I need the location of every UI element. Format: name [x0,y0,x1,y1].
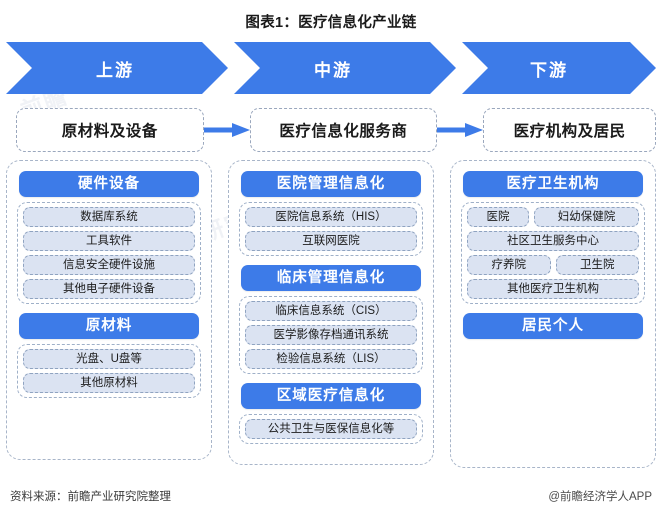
list-item: 医院信息系统（HIS） [245,207,417,227]
chevron-banner-shape [6,42,656,94]
stage-chevron-banner: 上游 中游 下游 [6,42,656,94]
list-item: 临床信息系统（CIS） [245,301,417,321]
group-header-clinical-management: 临床管理信息化 [241,265,421,291]
group-box-hospital-management-items: 医院信息系统（HIS） 互联网医院 [239,202,423,256]
banner-stage-downstream: 下游 [530,60,568,80]
column-upstream: 硬件设备 数据库系统 工具软件 信息安全硬件设施 其他电子硬件设备 原材料 光盘… [6,160,212,460]
credit-note: @前瞻经济学人APP [548,491,652,503]
list-item: 工具软件 [23,231,195,251]
list-item: 其他原材料 [23,373,195,393]
stage-arrow-2 [437,123,484,137]
group-header-health-institutions: 医疗卫生机构 [463,171,643,197]
page-title: 图表1：医疗信息化产业链 [245,15,417,31]
list-item: 疗养院 [467,255,551,275]
group-header-residents: 居民个人 [463,313,643,339]
group-header-regional-medical: 区域医疗信息化 [241,383,421,409]
footer: 资料来源：前瞻产业研究院整理 @前瞻经济学人APP [0,488,662,504]
stage-box-raw-materials: 原材料及设备 [16,108,204,152]
industry-chain-columns: 硬件设备 数据库系统 工具软件 信息安全硬件设施 其他电子硬件设备 原材料 光盘… [6,160,656,470]
list-item: 检验信息系统（LIS） [245,349,417,369]
stage-box-service-provider: 医疗信息化服务商 [249,108,438,152]
list-item: 妇幼保健院 [534,207,639,227]
stage-arrow-1 [203,123,250,137]
source-note: 资料来源：前瞻产业研究院整理 [10,491,171,503]
group-box-regional-medical-items: 公共卫生与医保信息化等 [239,414,423,444]
list-item: 公共卫生与医保信息化等 [245,419,417,439]
group-header-raw-materials: 原材料 [19,313,199,339]
group-box-clinical-management-items: 临床信息系统（CIS） 医学影像存档通讯系统 检验信息系统（LIS） [239,296,423,374]
group-box-hardware-items: 数据库系统 工具软件 信息安全硬件设施 其他电子硬件设备 [17,202,201,304]
group-box-health-institution-items: 医院 妇幼保健院 社区卫生服务中心 疗养院 卫生院 其他医疗卫生机构 [461,202,645,304]
group-header-hospital-management: 医院管理信息化 [241,171,421,197]
column-midstream: 医院管理信息化 医院信息系统（HIS） 互联网医院 临床管理信息化 临床信息系统… [228,160,434,465]
list-item: 医院 [467,207,529,227]
list-item-row: 疗养院 卫生院 [467,255,639,275]
stage-box-institutions-residents: 医疗机构及居民 [483,108,657,152]
column-downstream: 医疗卫生机构 医院 妇幼保健院 社区卫生服务中心 疗养院 卫生院 其他医疗卫生机… [450,160,656,468]
group-box-raw-material-items: 光盘、U盘等 其他原材料 [17,344,201,398]
stage-box-row: 原材料及设备 医疗信息化服务商 医疗机构及居民 [6,106,657,154]
list-item: 其他电子硬件设备 [23,279,195,299]
list-item: 光盘、U盘等 [23,349,195,369]
list-item: 信息安全硬件设施 [23,255,195,275]
list-item: 互联网医院 [245,231,417,251]
list-item: 其他医疗卫生机构 [467,279,639,299]
list-item: 数据库系统 [23,207,195,227]
list-item-row: 医院 妇幼保健院 [467,207,639,227]
group-header-hardware: 硬件设备 [19,171,199,197]
banner-stage-midstream: 中游 [314,60,352,80]
list-item: 医学影像存档通讯系统 [245,325,417,345]
right-arrow-icon [203,123,250,137]
list-item: 卫生院 [555,255,639,275]
right-arrow-icon [437,123,484,137]
banner-stage-upstream: 上游 [96,60,134,80]
list-item: 社区卫生服务中心 [467,231,639,251]
